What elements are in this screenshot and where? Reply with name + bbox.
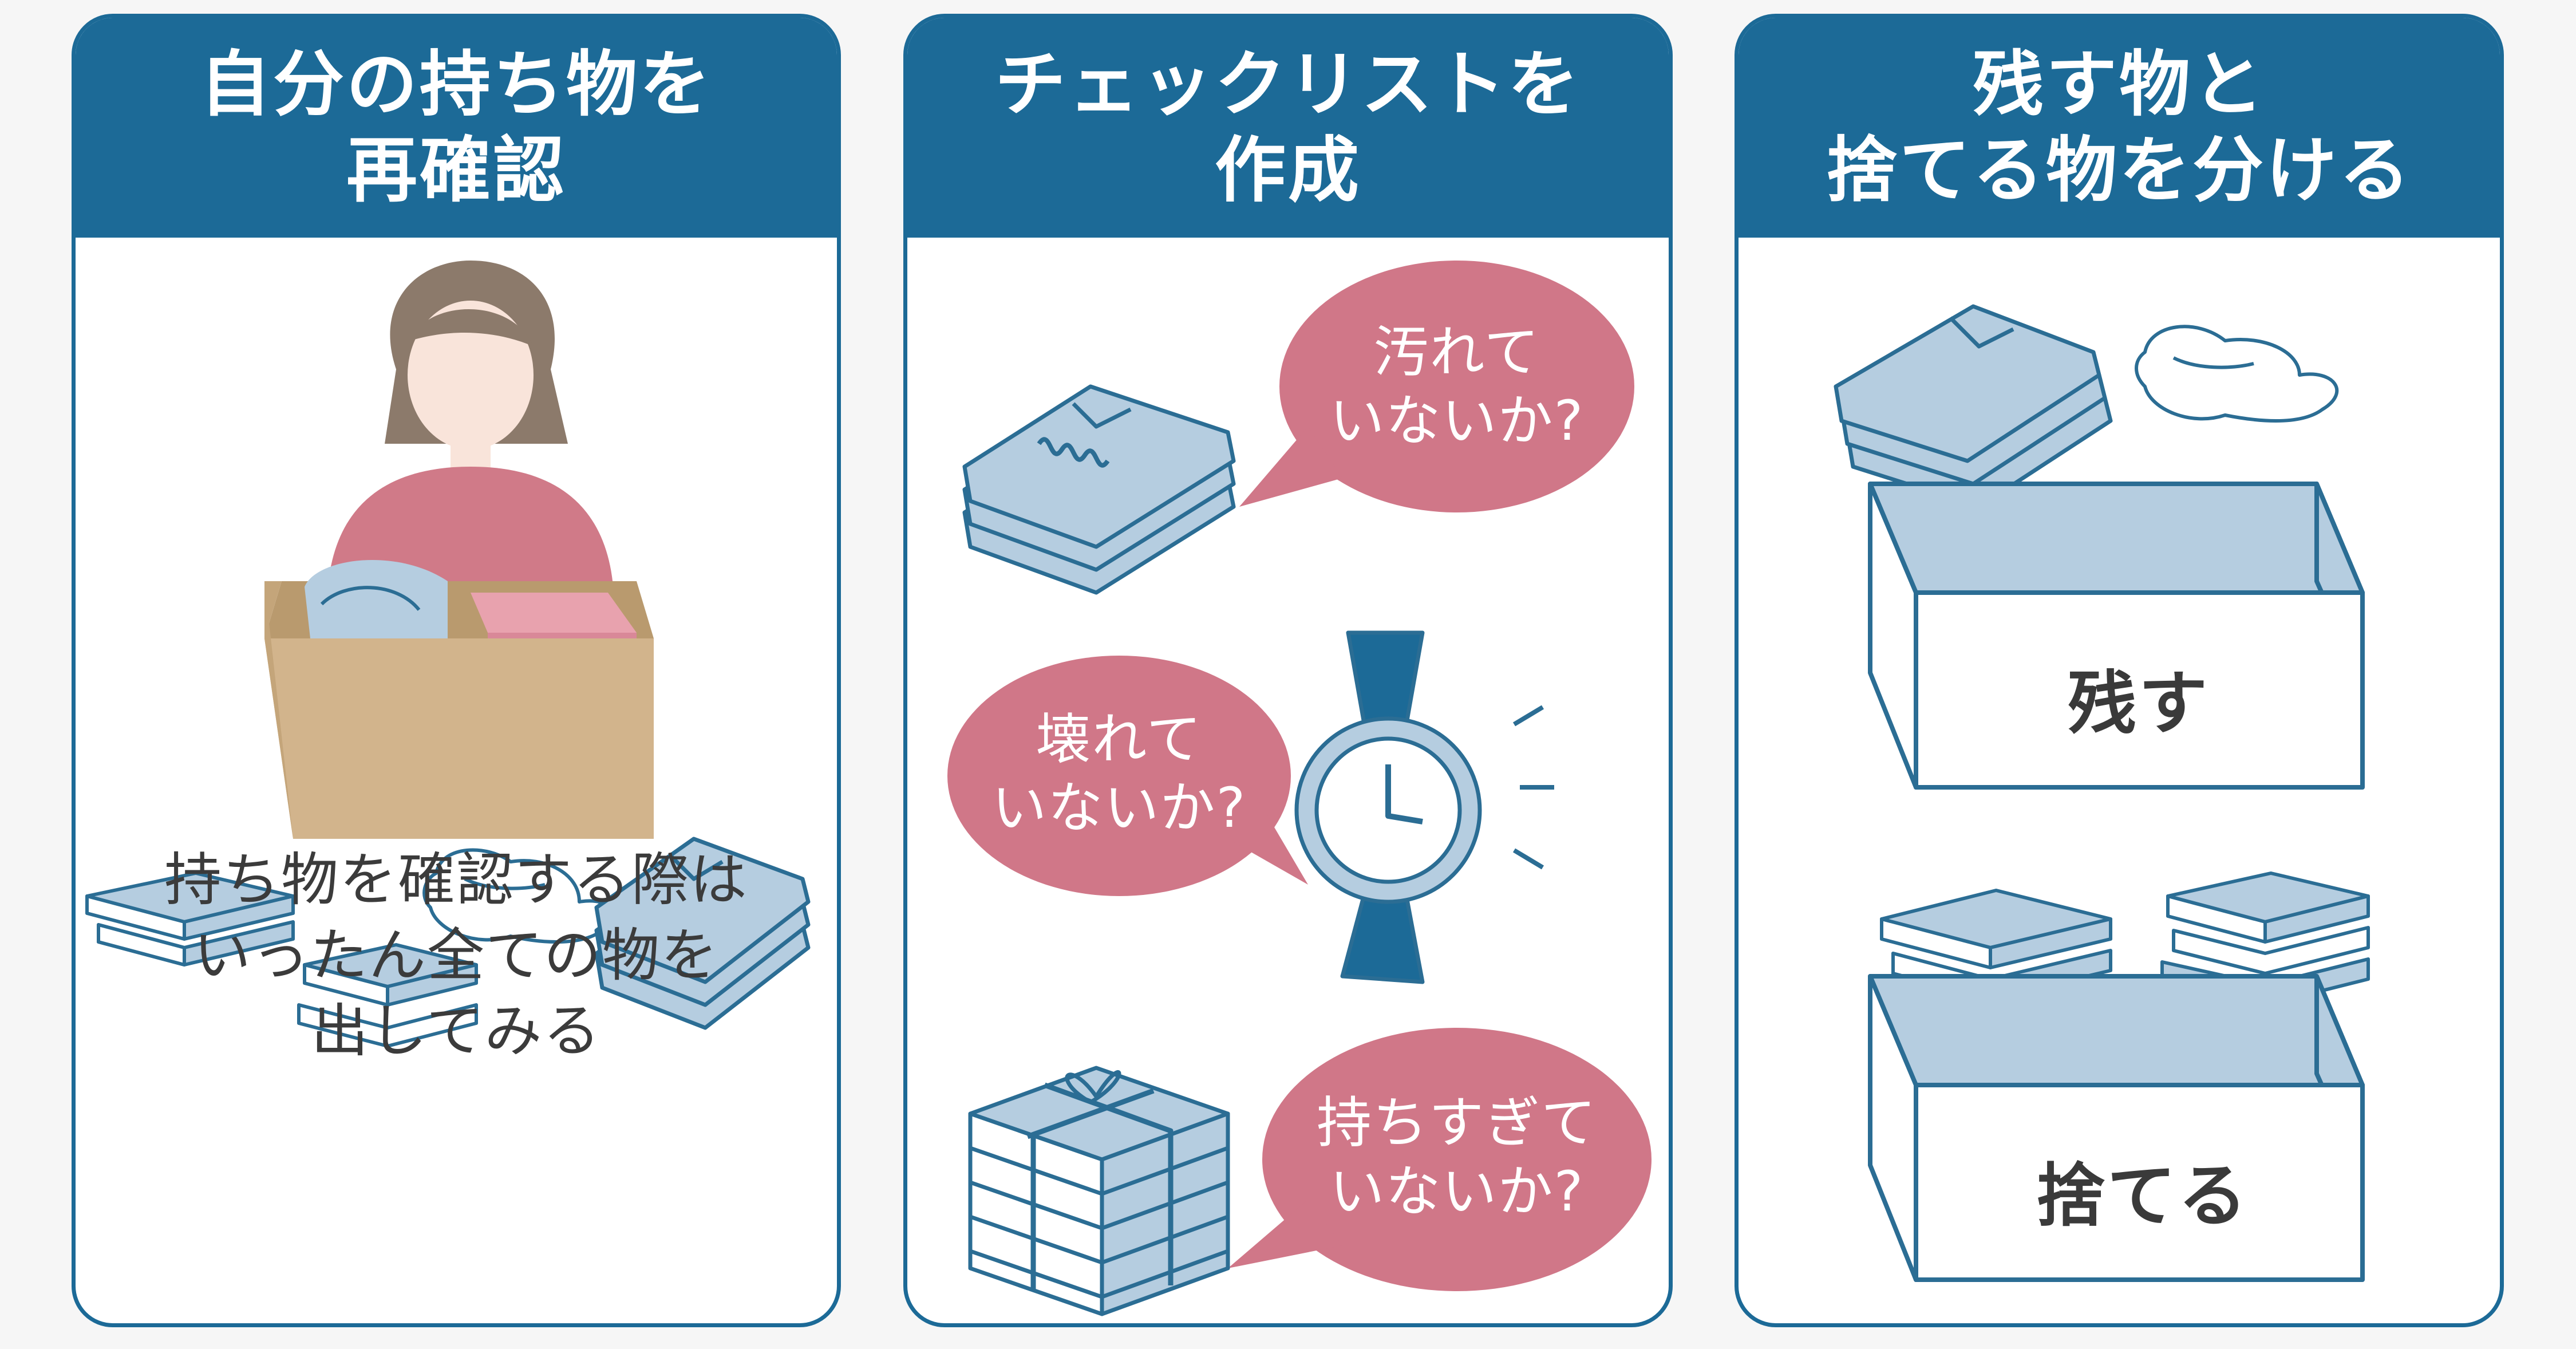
keep-box-icon [1868,482,2365,790]
caption-line: いったん全ての物を [193,922,719,989]
panel-create-checklist: チェックリストを 作成 [903,14,1673,1327]
bubble-line: いないか? [1329,1159,1585,1224]
book-bundle-icon [968,1066,1230,1316]
caption-line: 出してみる [311,997,602,1064]
panel-title-line: 残す物と [1972,44,2266,126]
bubble-line: いないか? [1329,389,1585,453]
folded-shirt-icon [594,837,811,1030]
bubble-line: 壊れて [1036,707,1203,771]
folded-shirt-icon [1834,304,2113,509]
discard-box-label: 捨てる [2036,1157,2249,1236]
panel-recheck-belongings: 自分の持ち物を 再確認 [72,14,841,1327]
speech-bubble-broken [947,656,1308,896]
cardboard-box-icon [264,559,654,839]
panel-title-line: 再確認 [346,129,566,212]
person-icon [327,261,614,593]
panel-title-line: チェックリストを [994,44,1581,126]
book-stack-icon [85,871,295,967]
bubble-text-broken: 壊れて いないか? [953,705,1285,842]
panel-title-line: 捨てる物を分ける [1826,129,2412,212]
panel-header: 自分の持ち物を 再確認 [76,18,837,238]
discard-box-icon [1868,974,2365,1282]
keep-box-label: 残す [2068,664,2210,744]
bubble-line: 持ちすぎて [1317,1091,1597,1155]
cloth-icon [2135,325,2339,423]
bubble-line: 汚れて [1373,320,1540,384]
caption-line: 持ち物を確認する際は [164,846,748,913]
panel-header: 残す物と 捨てる物を分ける [1739,18,2500,238]
watch-icon [1294,630,1554,984]
recheck-illustration [85,261,811,1048]
speech-bubble-too-many [1228,1028,1652,1291]
speech-bubble-dirty [1239,261,1634,512]
panel-caption: 持ち物を確認する際は いったん全ての物を 出してみる [76,842,837,1069]
panel-sort-keep-discard: 残す物と 捨てる物を分ける [1735,14,2504,1327]
bubble-text-dirty: 汚れて いないか? [1291,318,1623,455]
sort-illustration [1834,304,2370,1282]
bubble-text-too-many: 持ちすぎて いないか? [1274,1088,1640,1226]
panel-header: チェックリストを 作成 [907,18,1669,238]
bubble-line: いないか? [991,776,1247,840]
panel-title-line: 自分の持ち物を [199,44,713,126]
book-stack-icon [297,943,478,1048]
checklist-illustration [947,261,1652,1316]
stained-shirt-icon [962,384,1236,595]
panel-title-line: 作成 [1214,129,1361,212]
